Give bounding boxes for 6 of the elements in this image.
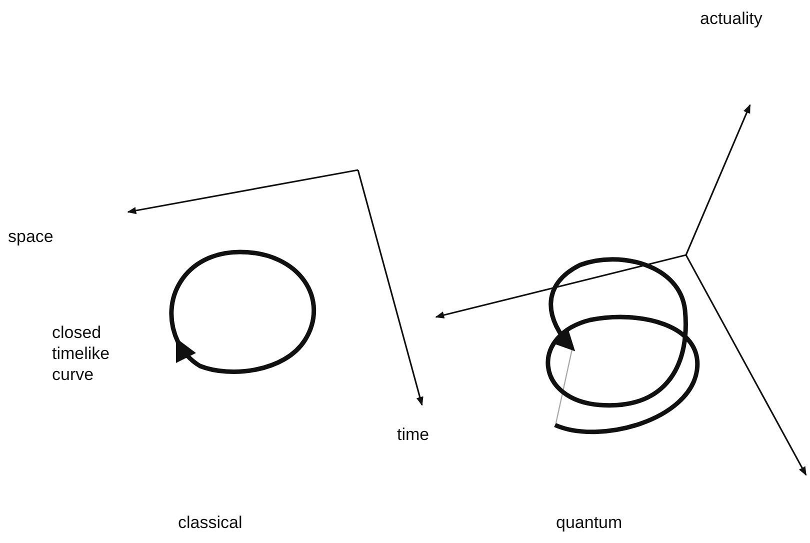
axis-label: space [8,226,54,247]
curve-label: closed timelike curve [52,322,111,385]
axis-label: actuality [700,8,762,29]
axis-label: time [397,424,430,445]
panel-caption: quantum [556,512,622,533]
panel-caption: classical [178,512,242,533]
